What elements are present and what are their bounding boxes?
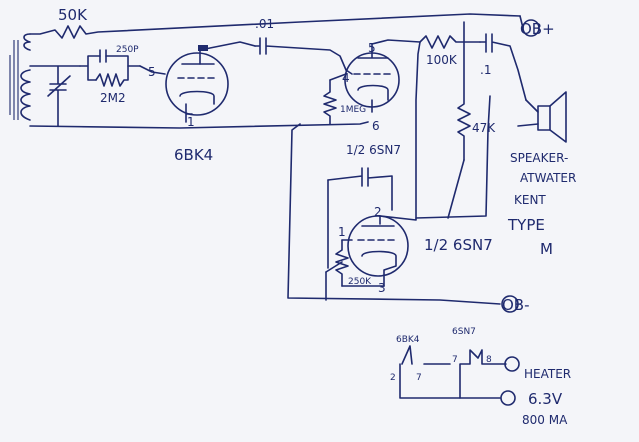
output-capacitor [479, 33, 527, 101]
plate-bus [379, 41, 421, 225]
resistor-47k [457, 21, 471, 161]
label-tube3-pin3: 3 [378, 281, 386, 295]
label-tube2-name: 1/2 6SN7 [346, 143, 401, 157]
label-heater-title: HEATER [524, 367, 571, 381]
resistor-100k [419, 35, 481, 49]
label-pot-250k: 250K [348, 277, 372, 287]
label-cap-output: .1 [480, 63, 491, 77]
antenna-coil [9, 33, 31, 121]
label-heater-6sn7: 6SN7 [452, 327, 476, 337]
label-speaker-line3: KENT [514, 193, 546, 207]
label-tube1-pin5: 5 [148, 65, 156, 79]
label-cap-250p: 250P [116, 45, 139, 55]
label-speaker-line5: M [540, 240, 553, 258]
label-speaker-line1: SPEAKER- [510, 151, 568, 165]
bminus-rail [287, 123, 501, 305]
label-tube3-pin2: 2 [374, 205, 382, 219]
interstage-capacitor [327, 167, 393, 269]
label-heater-pin8: 8 [486, 355, 492, 365]
label-cap-01: .01 [255, 17, 274, 31]
tuning-capacitor [29, 65, 81, 127]
tube-6sn7-first-half [344, 39, 421, 113]
cathode-return-line [29, 121, 369, 129]
label-heater-pin7a: 7 [416, 373, 422, 383]
label-terminal-bminus: OB- [502, 296, 530, 314]
grid-leak-network [79, 49, 166, 87]
bplus-rail [29, 13, 521, 39]
label-pot-50k: 50K [58, 6, 88, 24]
resistor-1meg [323, 73, 347, 125]
label-speaker-line2: ATWATER [520, 171, 576, 185]
label-heater-6bk4: 6BK4 [396, 335, 420, 345]
label-res-100k: 100K [426, 53, 458, 67]
tube-6sn7-second-half [347, 215, 409, 287]
label-speaker-line4: TYPE [507, 216, 545, 234]
speaker-icon [517, 91, 567, 143]
label-tube3-name: 1/2 6SN7 [424, 236, 493, 254]
heater-wiring [399, 345, 520, 406]
label-tube3-pin1: 1 [338, 225, 346, 239]
label-heater-voltage: 6.3V [528, 390, 563, 408]
label-tube2-pin6: 6 [372, 119, 380, 133]
label-tube1-name: 6BK4 [174, 146, 213, 164]
label-tube1-pin1: 1 [187, 115, 195, 129]
label-res-47k: 47K [472, 121, 496, 135]
tube-6bk4 [165, 41, 256, 123]
terminal-bminus-circle [501, 295, 519, 313]
label-terminal-bplus: OB+ [520, 20, 555, 38]
potentiometer-250k [325, 239, 385, 287]
label-res-1meg: 1MEG [340, 105, 366, 115]
label-heater-pin7b: 7 [452, 355, 458, 365]
label-heater-current: 800 MA [522, 413, 568, 427]
label-tube2-pin4: 4 [342, 71, 350, 85]
bus-link-47k [447, 159, 465, 219]
label-res-2m2: 2M2 [100, 91, 126, 105]
label-heater-pin2: 2 [390, 373, 396, 383]
label-tube2-pin5: 5 [368, 41, 376, 55]
speaker-return-bus [415, 95, 491, 219]
coupling-capacitor [254, 37, 347, 71]
